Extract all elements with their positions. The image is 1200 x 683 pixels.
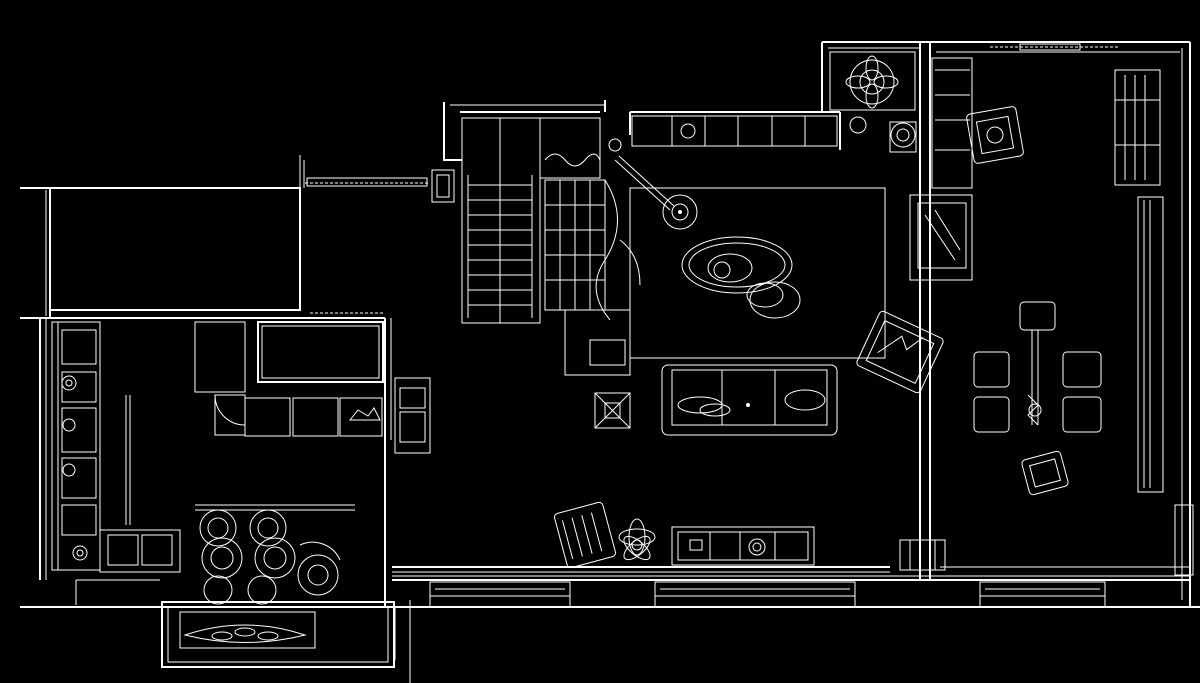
cabinet-row [61,329,97,536]
dining-set [973,301,1102,496]
living-area [554,115,946,571]
desk-chair [966,106,1024,164]
sofa [661,364,838,436]
plant [618,518,656,561]
right-room [909,57,1164,496]
decor-corner [829,51,917,153]
lounge-chair [554,501,616,569]
round-table-set [195,504,355,605]
armchair [856,310,944,394]
staircase [431,117,641,376]
windows [429,504,1194,607]
kitchen [51,321,431,649]
walls [20,41,1200,683]
